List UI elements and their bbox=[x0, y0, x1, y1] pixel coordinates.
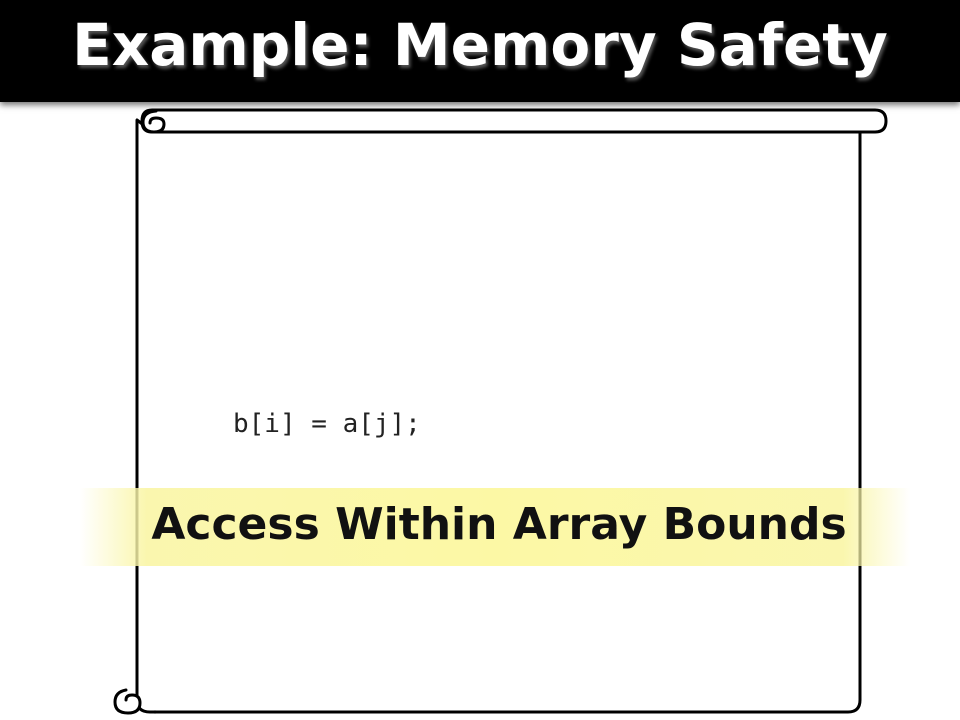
slide-title: Example: Memory Safety bbox=[72, 11, 888, 79]
code-snippet: b[i] = a[j]; bbox=[233, 409, 421, 439]
callout-label: Access Within Array Bounds bbox=[151, 499, 847, 550]
title-bar: Example: Memory Safety bbox=[0, 0, 960, 102]
highlight-band bbox=[80, 488, 910, 566]
